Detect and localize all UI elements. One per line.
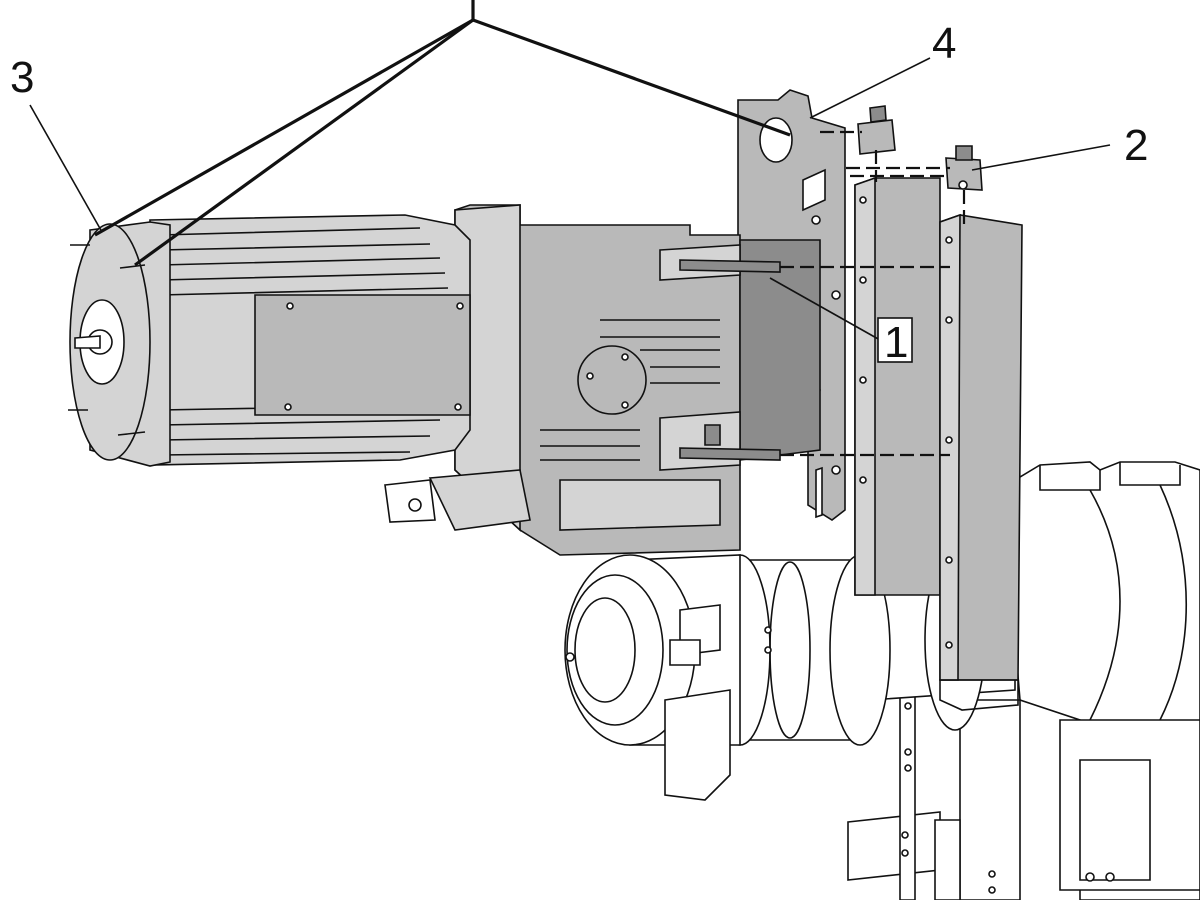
callout-3: 3 <box>10 53 34 102</box>
electric-motor <box>68 214 471 467</box>
callout-1: 1 <box>884 318 908 367</box>
vertical-rails <box>854 176 1023 711</box>
callout-2: 2 <box>1124 121 1148 170</box>
gearbox-housing <box>384 204 821 556</box>
machine-frame <box>847 461 1200 900</box>
clamp-blocks <box>857 105 983 191</box>
callout-1-box <box>877 317 913 363</box>
leader-lines <box>29 0 1111 341</box>
screws <box>679 259 781 461</box>
assembly-guide-lines <box>780 130 966 457</box>
callout-4: 4 <box>932 19 956 68</box>
callout-labels: 1 2 3 4 <box>10 19 1148 367</box>
